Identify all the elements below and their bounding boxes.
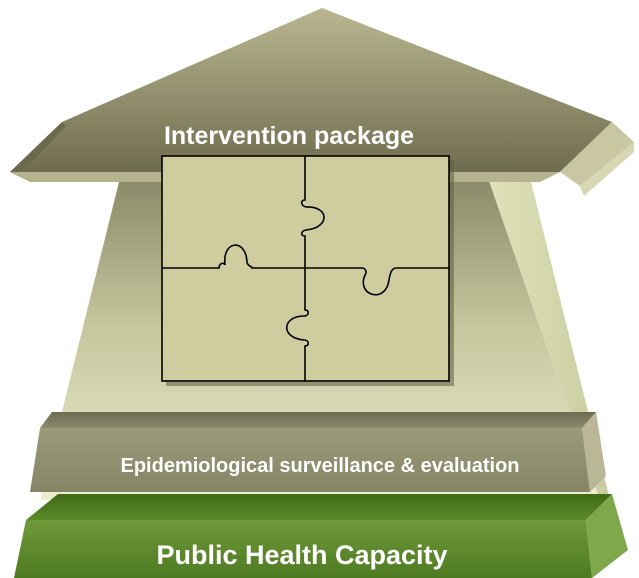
surveillance-label: Epidemiological surveillance & evaluatio… [120,455,519,477]
capacity-base: Public Health Capacity [14,494,628,578]
roof-label: Intervention package [164,122,414,150]
puzzle-graphic [161,155,454,386]
capacity-label: Public Health Capacity [156,540,447,570]
surveillance-band: Epidemiological surveillance & evaluatio… [30,412,606,492]
